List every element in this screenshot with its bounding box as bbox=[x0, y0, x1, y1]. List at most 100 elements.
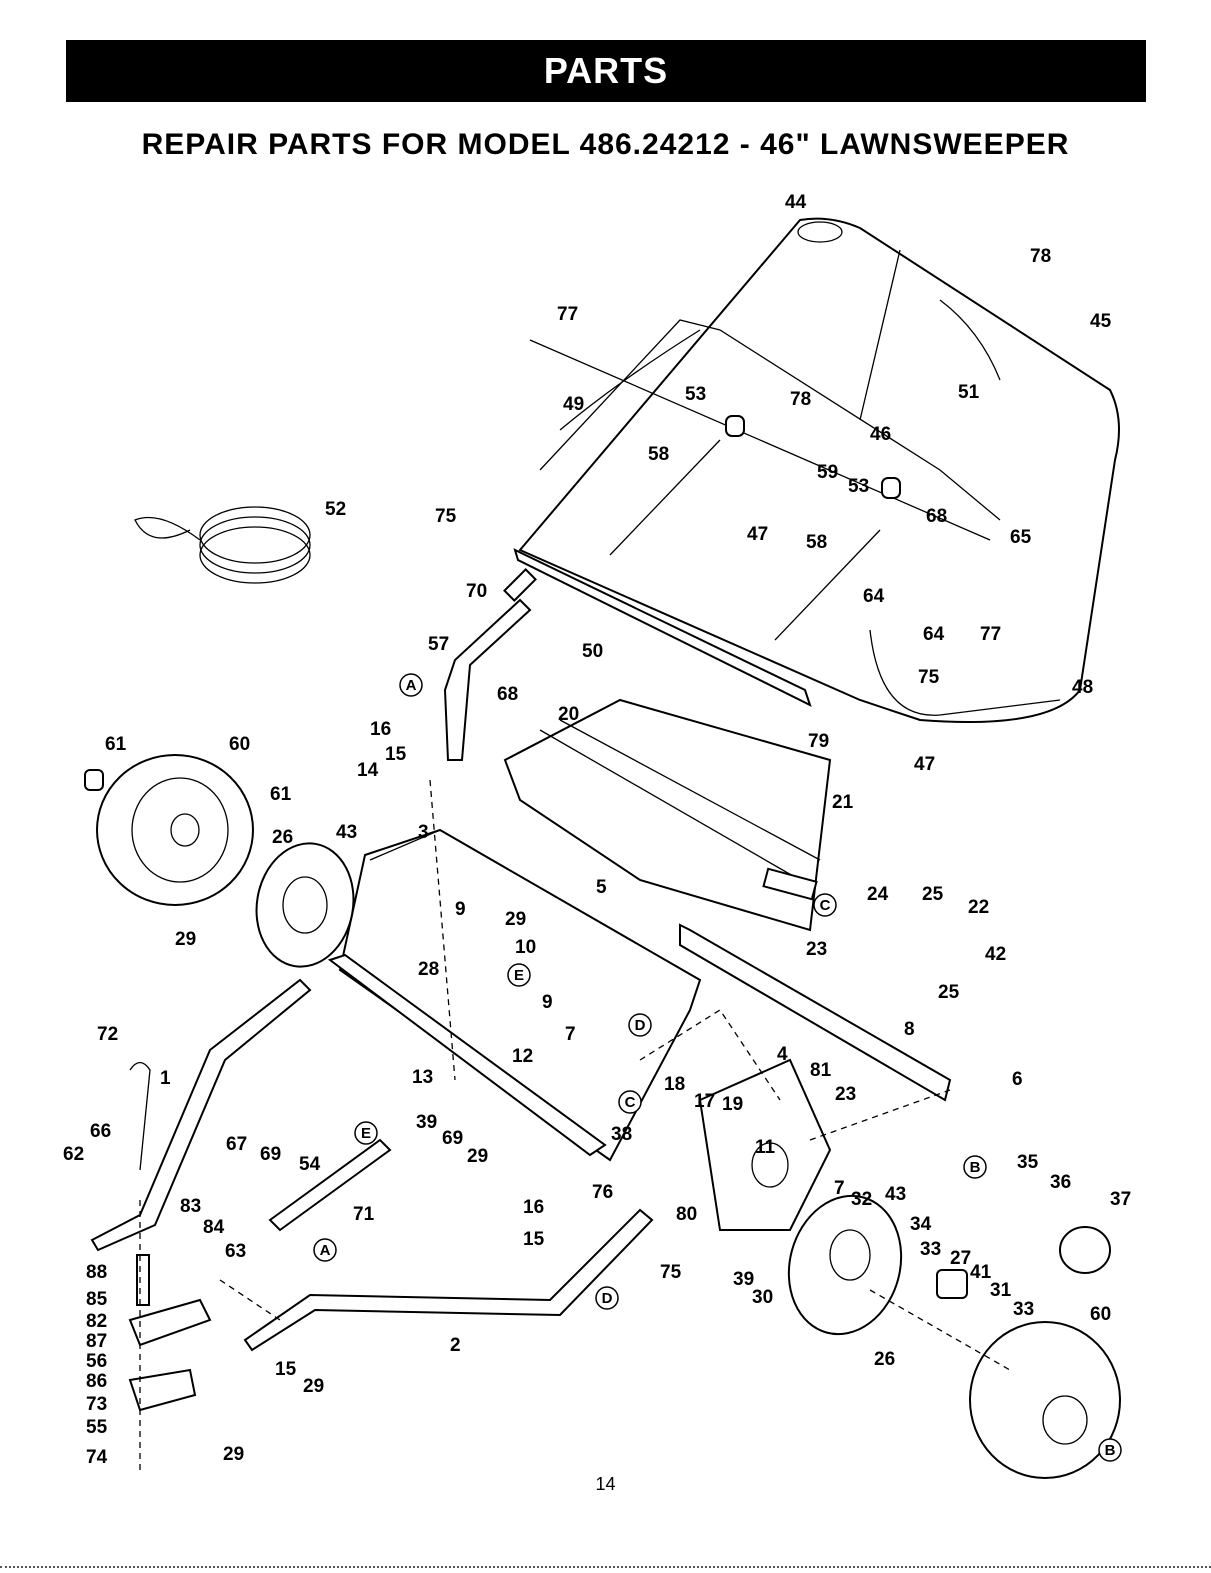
ref-marker-b-1: B bbox=[963, 1155, 987, 1179]
callout-52: 52 bbox=[325, 499, 346, 520]
svg-text:B: B bbox=[970, 1159, 981, 1176]
callout-58: 58 bbox=[648, 444, 669, 465]
callout-60: 60 bbox=[229, 734, 250, 755]
callout-23: 23 bbox=[835, 1084, 856, 1105]
callout-77: 77 bbox=[557, 304, 578, 325]
callout-25: 25 bbox=[922, 884, 944, 905]
callout-75: 75 bbox=[918, 667, 940, 688]
callout-17: 17 bbox=[694, 1091, 715, 1112]
callout-78: 78 bbox=[1030, 246, 1051, 267]
callout-44: 44 bbox=[785, 192, 807, 213]
front-rail bbox=[679, 923, 952, 1102]
callout-42: 42 bbox=[985, 944, 1006, 965]
callout-47: 47 bbox=[914, 754, 935, 775]
callout-39: 39 bbox=[733, 1269, 754, 1290]
callout-72: 72 bbox=[97, 1024, 118, 1045]
callout-32: 32 bbox=[851, 1189, 872, 1210]
svg-text:C: C bbox=[625, 1094, 636, 1111]
callout-34: 34 bbox=[910, 1214, 932, 1235]
ref-marker-b-2: B bbox=[1098, 1438, 1122, 1462]
bottom-rule bbox=[0, 1566, 1211, 1568]
callout-57: 57 bbox=[428, 634, 449, 655]
callout-58: 58 bbox=[806, 532, 827, 553]
callout-1: 1 bbox=[160, 1068, 171, 1089]
page-title: REPAIR PARTS FOR MODEL 486.24212 - 46" L… bbox=[141, 128, 1070, 161]
callout-86: 86 bbox=[86, 1371, 107, 1392]
callout-66: 66 bbox=[90, 1121, 111, 1142]
ref-marker-a-1: A bbox=[399, 673, 423, 697]
callout-29: 29 bbox=[467, 1146, 488, 1167]
callout-38: 38 bbox=[611, 1124, 632, 1145]
callout-82: 82 bbox=[86, 1311, 107, 1332]
ref-marker-d-1: D bbox=[628, 1013, 652, 1037]
callout-22: 22 bbox=[968, 897, 989, 918]
spring-bar bbox=[268, 1138, 392, 1232]
callout-21: 21 bbox=[832, 792, 854, 813]
callout-29: 29 bbox=[505, 909, 526, 930]
left-hub-cover bbox=[255, 842, 355, 968]
callout-9: 9 bbox=[455, 899, 466, 920]
callout-25: 25 bbox=[938, 982, 960, 1003]
callout-29: 29 bbox=[223, 1444, 244, 1465]
callout-18: 18 bbox=[664, 1074, 685, 1095]
callout-8: 8 bbox=[904, 1019, 915, 1040]
ref-marker-a-2: A bbox=[313, 1238, 337, 1262]
callout-7: 7 bbox=[565, 1024, 576, 1045]
callout-62: 62 bbox=[63, 1144, 84, 1165]
callout-51: 51 bbox=[958, 382, 980, 403]
callout-77: 77 bbox=[980, 624, 1001, 645]
callout-76: 76 bbox=[592, 1182, 613, 1203]
callout-35: 35 bbox=[1017, 1152, 1039, 1173]
callout-78: 78 bbox=[790, 389, 811, 410]
callout-70: 70 bbox=[466, 581, 487, 602]
callout-29: 29 bbox=[303, 1376, 324, 1397]
callout-31: 31 bbox=[990, 1280, 1012, 1301]
callout-29: 29 bbox=[175, 929, 196, 950]
callout-64: 64 bbox=[923, 624, 945, 645]
tow-bar-upper bbox=[90, 978, 312, 1252]
svg-text:E: E bbox=[361, 1125, 371, 1142]
callout-59: 59 bbox=[817, 462, 838, 483]
callout-23: 23 bbox=[806, 939, 827, 960]
callout-26: 26 bbox=[874, 1349, 895, 1370]
callout-41: 41 bbox=[970, 1262, 992, 1283]
dump-handle bbox=[443, 568, 537, 761]
callout-69: 69 bbox=[260, 1144, 281, 1165]
callout-85: 85 bbox=[86, 1289, 108, 1310]
brush-hood bbox=[338, 828, 702, 1162]
drive-pinion bbox=[936, 1269, 968, 1299]
callout-13: 13 bbox=[412, 1067, 433, 1088]
callout-75: 75 bbox=[435, 506, 457, 527]
callout-30: 30 bbox=[752, 1287, 773, 1308]
callout-28: 28 bbox=[418, 959, 439, 980]
right-wheel bbox=[969, 1321, 1121, 1479]
hopper-frame bbox=[529, 319, 1061, 716]
callout-56: 56 bbox=[86, 1351, 107, 1372]
callout-14: 14 bbox=[357, 760, 379, 781]
callout-15: 15 bbox=[275, 1359, 297, 1380]
callout-60: 60 bbox=[1090, 1304, 1111, 1325]
callout-6: 6 bbox=[1012, 1069, 1023, 1090]
callout-53: 53 bbox=[848, 476, 869, 497]
callout-79: 79 bbox=[808, 731, 829, 752]
hopper-springs bbox=[725, 415, 901, 499]
callout-5: 5 bbox=[596, 877, 607, 898]
callout-43: 43 bbox=[336, 822, 357, 843]
callout-88: 88 bbox=[86, 1262, 107, 1283]
ref-marker-e-2: E bbox=[354, 1121, 378, 1145]
callout-61: 61 bbox=[105, 734, 127, 755]
callout-15: 15 bbox=[523, 1229, 545, 1250]
callout-63: 63 bbox=[225, 1241, 246, 1262]
callout-11: 11 bbox=[755, 1137, 776, 1158]
callout-49: 49 bbox=[563, 394, 584, 415]
right-side-plate bbox=[698, 1058, 832, 1231]
svg-text:A: A bbox=[406, 677, 417, 694]
ref-marker-d-2: D bbox=[595, 1286, 619, 1310]
callout-37: 37 bbox=[1110, 1189, 1131, 1210]
callout-47: 47 bbox=[747, 524, 768, 545]
hitch-bracket bbox=[128, 1254, 212, 1412]
callout-84: 84 bbox=[203, 1217, 225, 1238]
callout-24: 24 bbox=[867, 884, 889, 905]
callout-69: 69 bbox=[442, 1128, 463, 1149]
callout-16: 16 bbox=[523, 1197, 544, 1218]
